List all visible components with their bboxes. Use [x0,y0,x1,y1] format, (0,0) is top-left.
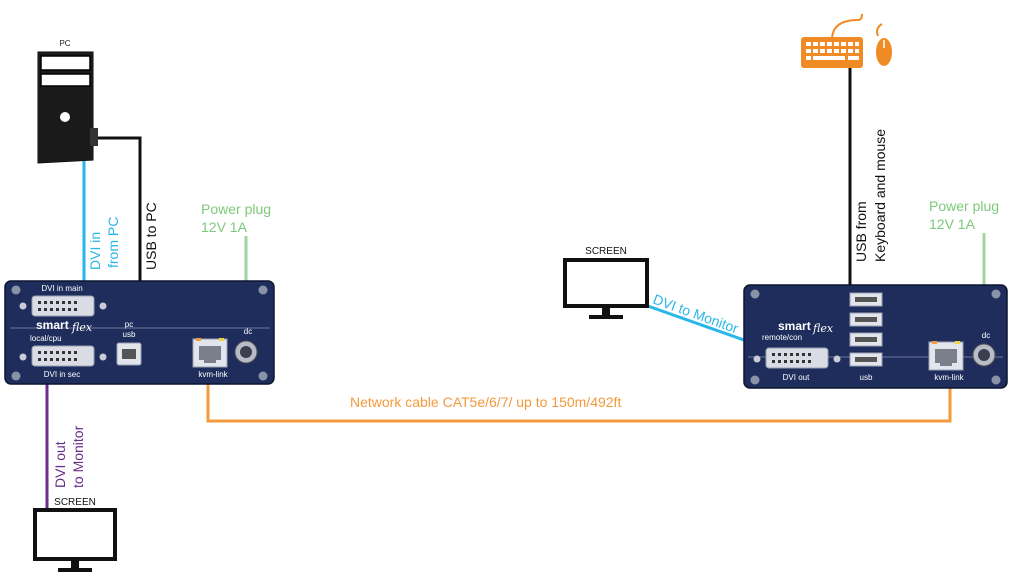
dvi-in-label-1: DVI in [87,232,103,270]
port-usb-label: usb [860,373,873,382]
local-screen: SCREEN [33,497,117,572]
port-dvi-in-main-label: DVI in main [41,284,82,293]
screw-icon [11,285,21,295]
usb-from-label-1: USB from [853,201,869,262]
remote-screen-label: SCREEN [585,246,627,257]
screw-icon [750,375,760,385]
local-screen-label: SCREEN [54,497,96,508]
network-cable [206,355,952,423]
dvi-out-label-2: to Monitor [70,425,86,488]
screw-icon [258,371,268,381]
local-unit: DVI in main smart flex local/cpu DVI in … [4,280,275,385]
pc-label: PC [59,39,70,48]
pc-tower: PC [37,39,98,164]
remote-model: remote/con [762,333,802,342]
remote-power-label-1: Power plug [929,198,999,214]
dvi-out-label-1: DVI out [52,441,68,488]
port-kvm-link-label: kvm-link [198,370,228,379]
dvi-to-monitor-label: DVI to Monitor [651,291,741,337]
dvi-in-label-2: from PC [105,217,121,268]
dvi-in-main-port[interactable] [31,295,95,317]
port-dc-label: dc [244,327,252,336]
keyboard-mouse [801,13,892,68]
monitor-icon [33,508,117,561]
dvi-out-port[interactable] [765,347,829,369]
screw-icon [11,371,21,381]
usb-to-pc-cable [93,136,142,350]
port-dvi-in-sec-label: DVI in sec [44,370,80,379]
screw-icon [991,375,1001,385]
local-brand-script: flex [71,321,93,334]
local-power-label-2: 12V 1A [201,219,248,235]
port-usb-label: usb [123,330,136,339]
port-pc-label: pc [125,320,133,329]
screw-icon [258,285,268,295]
mouse-icon [876,38,892,66]
network-cable-label: Network cable CAT5e/6/7/ up to 150m/492f… [350,394,621,410]
local-brand: smart [36,318,69,332]
port-dc-label: dc [982,331,990,340]
local-power-label-1: Power plug [201,201,271,217]
usb-from-label-2: Keyboard and mouse [872,129,888,262]
screw-icon [991,289,1001,299]
remote-power-label-2: 12V 1A [929,216,976,232]
port-kvm-link-label: kvm-link [934,373,964,382]
local-model: local/cpu [30,334,62,343]
screw-icon [750,289,760,299]
port-dvi-out-label: DVI out [783,373,810,382]
usb-to-pc-label: USB to PC [143,202,159,270]
remote-brand: smart [778,319,811,333]
remote-brand-script: flex [812,322,834,335]
dvi-in-sec-port[interactable] [31,345,95,367]
monitor-icon [563,258,649,308]
remote-unit: smart flex remote/con DVI out usb kvm-li… [743,284,1008,389]
remote-screen: SCREEN [563,246,649,319]
